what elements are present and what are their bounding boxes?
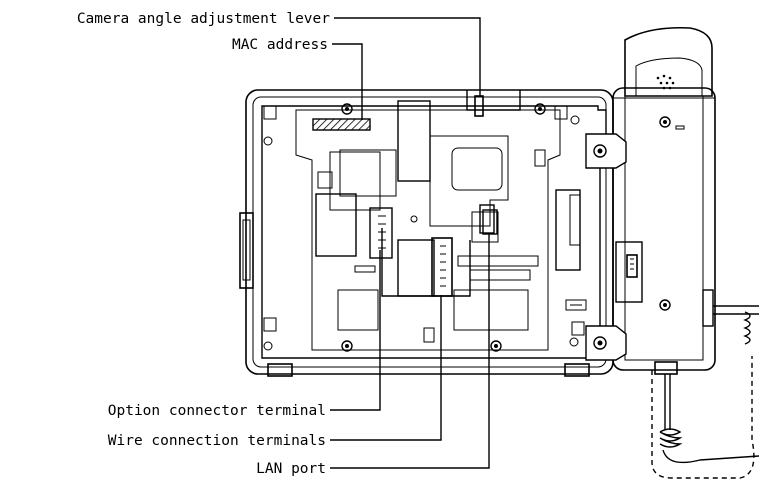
handset-hook-top [585,133,627,169]
mac-address-label [312,118,371,131]
screw [659,299,671,311]
camera-lever-label: Camera angle adjustment lever [77,11,330,27]
right-side-parts [534,149,587,311]
handset-hook-bottom [585,325,627,361]
screw [659,116,671,128]
lan-port [482,209,498,235]
camera-angle-lever [466,90,521,117]
corner-screws [263,103,585,352]
mac-address-label-text: MAC address [232,37,328,53]
left-mounting-clip [239,212,254,289]
option-connector-label: Option connector terminal [108,403,326,419]
screw [534,103,546,115]
earpiece-holes [656,74,675,90]
lan-port-label: LAN port [256,461,326,477]
screw [341,103,353,115]
leader-lan-port [330,234,490,469]
cable-bracket [702,289,759,327]
leader-camera-lever [334,17,481,96]
screw [341,340,353,352]
coiled-cord [659,311,759,464]
leader-option-connector [330,250,381,411]
screw [490,340,502,352]
leader-mac-address [332,43,363,120]
cord-dashed-path [651,356,755,479]
wire-terminals-label: Wire connection terminals [108,433,326,449]
handset [612,26,716,375]
leader-wire-terminals [330,295,442,441]
internal-board [315,100,539,343]
